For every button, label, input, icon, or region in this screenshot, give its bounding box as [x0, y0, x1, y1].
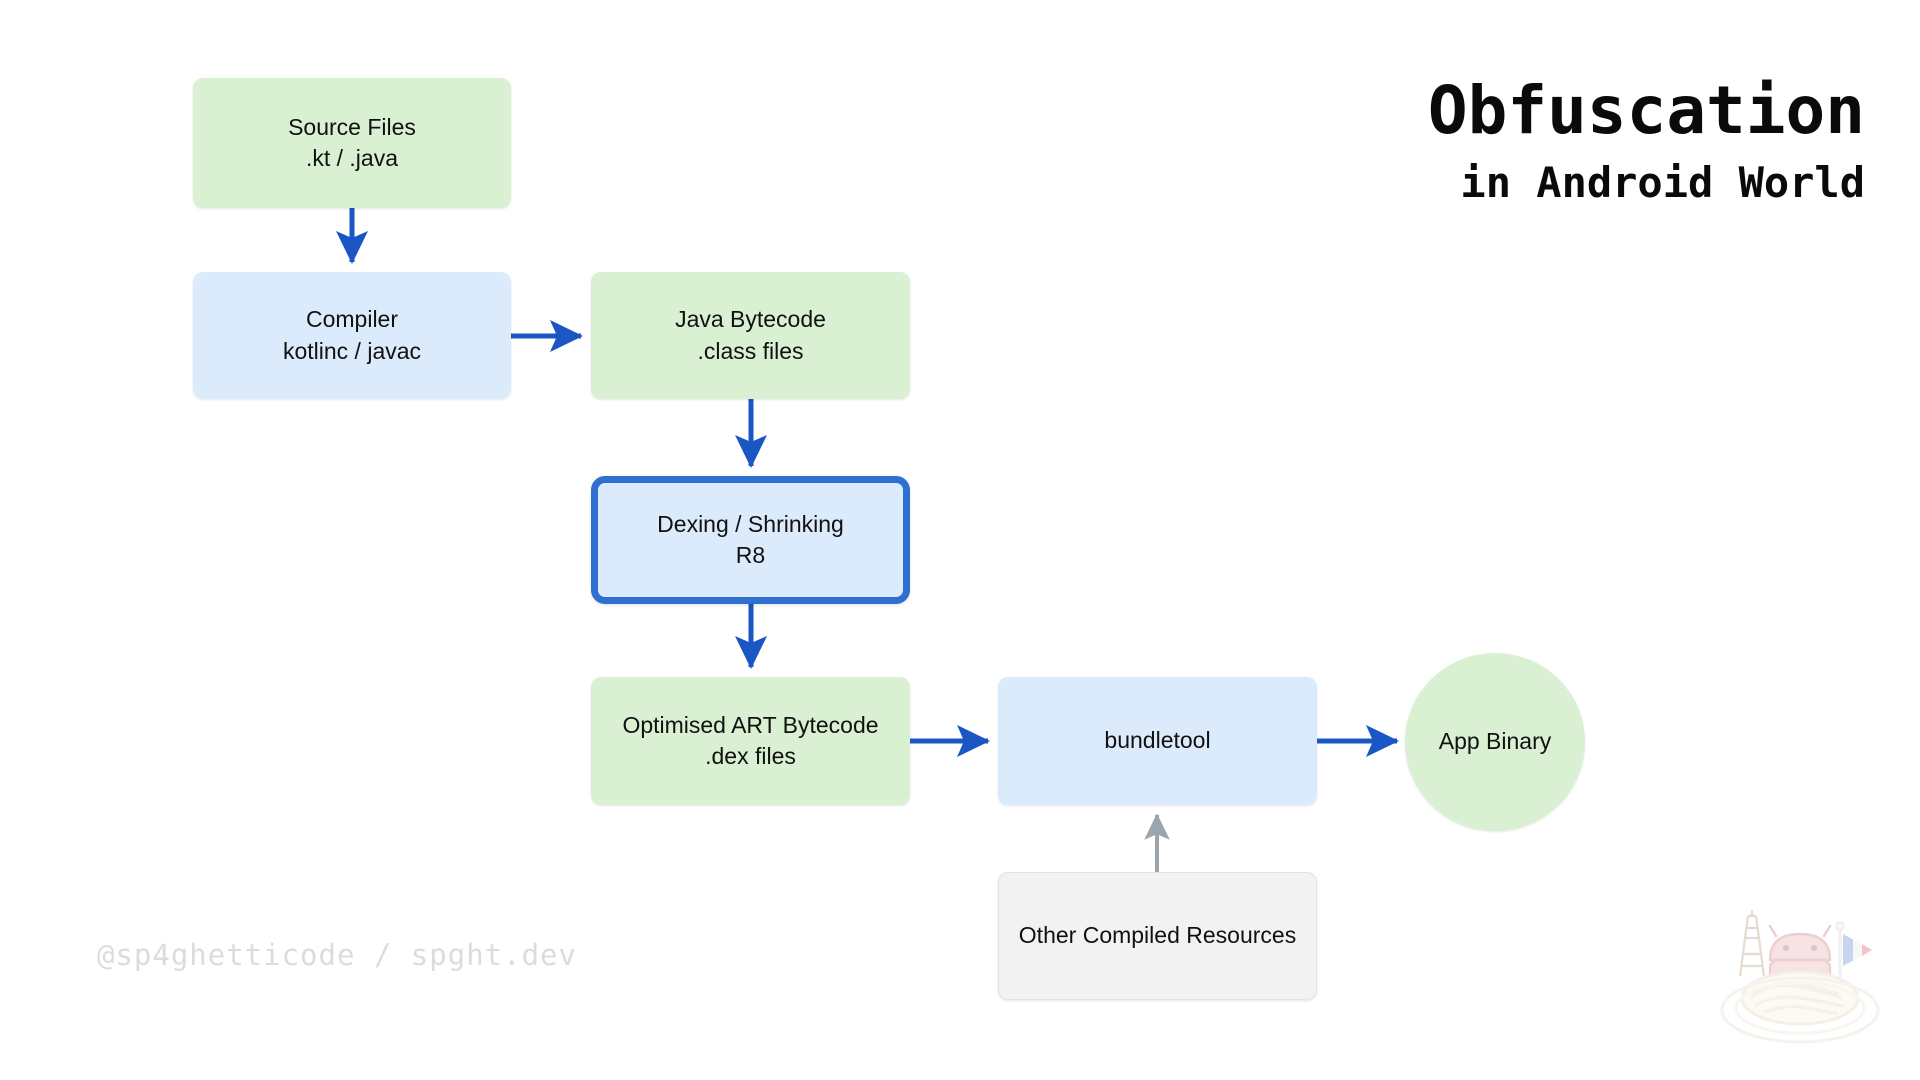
node-r8-line1: Dexing / Shrinking	[657, 510, 844, 537]
node-other-compiled-resources[interactable]: Other Compiled Resources	[998, 872, 1317, 1000]
page-subtitle: in Android World	[1460, 158, 1865, 207]
node-bundletool[interactable]: bundletool	[998, 677, 1317, 805]
footer-watermark: @sp4ghetticode / spght.dev	[97, 938, 577, 972]
title-block: Obfuscation in Android World	[1428, 78, 1865, 204]
node-compiler-line2: kotlinc / javac	[282, 337, 422, 364]
node-source-files[interactable]: Source Files .kt / .java	[193, 78, 511, 208]
node-dex-line1: Optimised ART Bytecode	[622, 711, 879, 738]
node-java-bytecode-line1: Java Bytecode	[675, 306, 826, 333]
spaghetti-nest-icon	[1740, 970, 1860, 1026]
page-title: Obfuscation	[1427, 72, 1865, 149]
node-java-bytecode-line2: .class files	[697, 337, 804, 364]
node-other-res-label: Other Compiled Resources	[1018, 922, 1297, 949]
node-source-files-line2: .kt / .java	[305, 145, 399, 171]
french-flag-icon	[1835, 921, 1872, 994]
plate-icon	[1720, 976, 1880, 1044]
node-compiler-line1: Compiler	[305, 306, 399, 333]
node-app-binary-label: App Binary	[1438, 728, 1552, 755]
node-compiler[interactable]: Compiler kotlinc / javac	[193, 272, 511, 399]
node-java-bytecode[interactable]: Java Bytecode .class files	[591, 272, 910, 399]
node-dex-line2: .dex files	[705, 743, 796, 769]
android-robot-icon	[1768, 924, 1832, 994]
node-optimised-art-bytecode[interactable]: Optimised ART Bytecode .dex files	[591, 677, 910, 805]
node-bundletool-line1: bundletool	[1104, 727, 1211, 754]
node-app-binary[interactable]: App Binary	[1405, 653, 1585, 831]
eiffel-tower-icon	[1738, 910, 1766, 977]
node-r8-line2: R8	[735, 542, 766, 568]
node-r8-dexing-shrinking[interactable]: Dexing / Shrinking R8	[591, 476, 910, 604]
node-source-files-line1: Source Files	[288, 113, 416, 140]
spaghetti-android-eiffel-logo-icon	[1720, 910, 1880, 1044]
